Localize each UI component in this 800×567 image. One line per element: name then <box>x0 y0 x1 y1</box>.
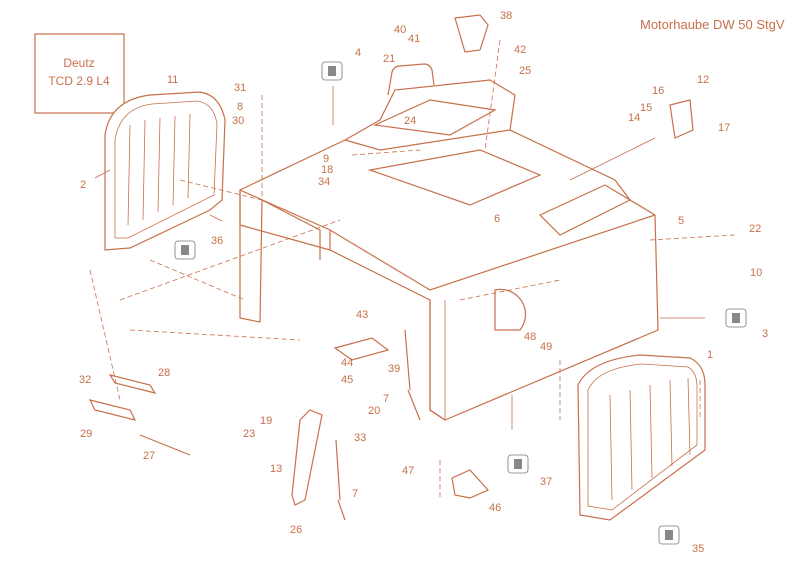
hood-body <box>239 79 659 421</box>
part-label-15: 15 <box>640 102 652 114</box>
part-label-47: 47 <box>402 465 414 477</box>
part-label-13: 13 <box>270 463 282 475</box>
part-label-48: 48 <box>524 331 536 343</box>
part-label-4: 4 <box>355 47 361 59</box>
part-label-30: 30 <box>232 115 244 127</box>
part-label-14: 14 <box>628 112 640 124</box>
gas-strut-right <box>404 329 421 421</box>
marker-icon <box>174 240 196 260</box>
part-label-3: 3 <box>762 328 768 340</box>
bracket-38 <box>454 14 489 53</box>
part-label-18: 18 <box>321 164 333 176</box>
part-label-45: 45 <box>341 374 353 386</box>
part-label-36: 36 <box>211 235 223 247</box>
part-label-38: 38 <box>500 10 512 22</box>
marker-icon <box>725 308 747 328</box>
leader-lines <box>94 86 705 430</box>
part-label-35: 35 <box>692 543 704 555</box>
engine-info-box: Deutz TCD 2.9 L4 <box>34 33 125 114</box>
marker-icon <box>658 525 680 545</box>
part-label-42: 42 <box>514 44 526 56</box>
hinge-29 <box>88 399 137 421</box>
pin-27 <box>139 434 191 456</box>
part-label-27: 27 <box>143 450 155 462</box>
part-label-19: 19 <box>260 415 272 427</box>
part-label-17: 17 <box>718 122 730 134</box>
part-label-46: 46 <box>489 502 501 514</box>
marker-icon <box>507 454 529 474</box>
part-label-37: 37 <box>540 476 552 488</box>
part-label-22: 22 <box>749 223 761 235</box>
part-number-labels: 1 2 3 4 5 6 7 7 8 9 10 11 12 13 14 15 16… <box>79 10 768 555</box>
part-label-28: 28 <box>158 367 170 379</box>
part-label-11: 11 <box>167 74 178 86</box>
part-label-44: 44 <box>341 357 353 369</box>
left-grille-panel <box>104 91 226 251</box>
part-label-39: 39 <box>388 363 400 375</box>
part-label-23: 23 <box>243 428 255 440</box>
part-label-7a: 7 <box>383 393 389 405</box>
part-label-33: 33 <box>354 432 366 444</box>
gas-strut-left <box>335 439 346 521</box>
assembly-lines <box>89 39 736 500</box>
part-label-10: 10 <box>750 267 762 279</box>
part-label-41: 41 <box>408 33 420 45</box>
plate-39 <box>333 337 390 361</box>
part-label-20: 20 <box>368 405 380 417</box>
arm-13 <box>291 409 323 506</box>
diagram-title: Motorhaube DW 50 StgV <box>640 17 785 32</box>
part-label-24: 24 <box>404 115 416 127</box>
part-label-5: 5 <box>678 215 684 227</box>
engine-model: TCD 2.9 L4 <box>48 74 110 88</box>
part-label-2: 2 <box>80 179 86 191</box>
part-label-31: 31 <box>234 82 246 94</box>
part-label-21: 21 <box>383 53 395 65</box>
handle-part <box>387 63 435 96</box>
part-label-12: 12 <box>697 74 709 86</box>
part-label-7b: 7 <box>352 488 358 500</box>
part-label-43: 43 <box>356 309 368 321</box>
part-label-26: 26 <box>290 524 302 536</box>
part-label-6: 6 <box>494 213 500 225</box>
right-grille-panel <box>577 354 706 521</box>
part-label-16: 16 <box>652 85 664 97</box>
part-label-32: 32 <box>79 374 91 386</box>
part-label-8: 8 <box>237 101 243 113</box>
hinge-28 <box>108 374 157 394</box>
part-label-9: 9 <box>323 153 329 165</box>
part-label-29: 29 <box>80 428 92 440</box>
part-label-25: 25 <box>519 65 531 77</box>
part-label-49: 49 <box>540 341 552 353</box>
part-label-1: 1 <box>707 349 713 361</box>
latch-16 <box>669 99 694 139</box>
engine-brand: Deutz <box>63 56 94 70</box>
hinge-46 <box>451 469 489 499</box>
part-label-34: 34 <box>318 176 330 188</box>
part-label-40: 40 <box>394 24 406 36</box>
marker-icon <box>321 61 343 81</box>
